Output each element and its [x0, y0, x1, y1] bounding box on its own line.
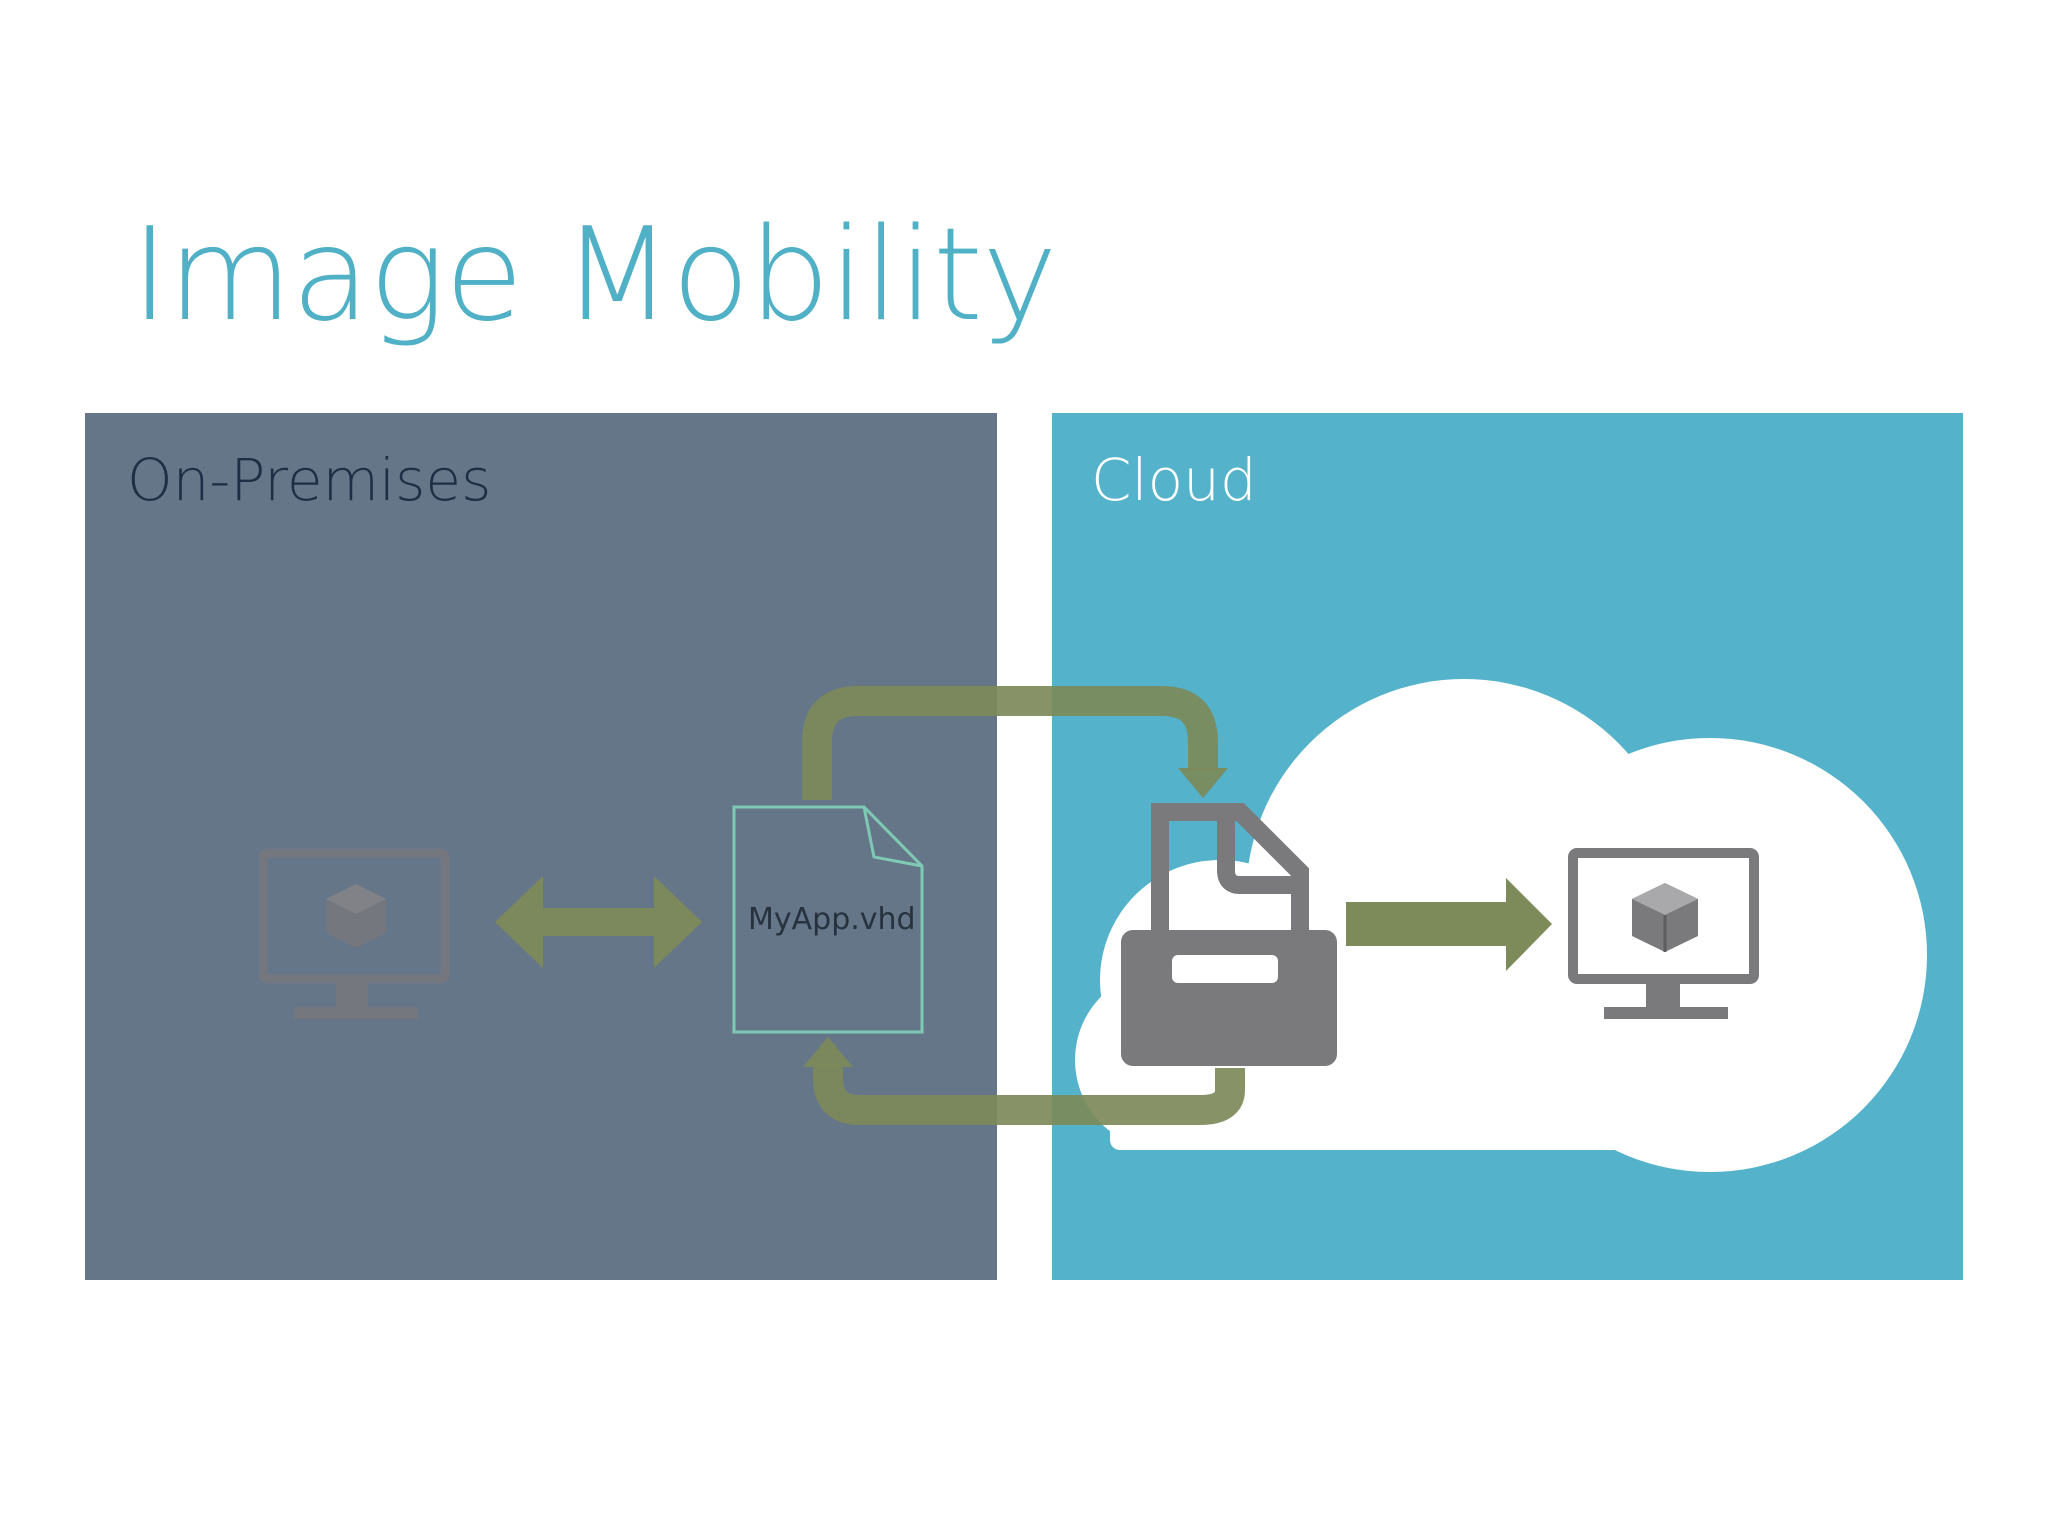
cloud-monitor-vm-icon — [1568, 848, 1759, 1019]
upload-arrow-icon — [802, 686, 1228, 800]
vhd-file-icon — [732, 805, 924, 1034]
on-premises-label: On-Premises — [127, 446, 492, 514]
vhd-file-name: MyApp.vhd — [748, 902, 916, 937]
download-arrow-icon — [803, 1037, 1245, 1125]
deploy-arrow-icon — [1346, 878, 1552, 971]
monitor-vm-icon — [258, 848, 450, 1019]
slide-title: Image Mobility — [131, 201, 1058, 350]
storage-lock-icon — [1121, 803, 1337, 1066]
cloud-label: Cloud — [1091, 446, 1257, 514]
bidirectional-arrow-icon — [495, 876, 702, 968]
on-premises-panel — [85, 413, 997, 1280]
